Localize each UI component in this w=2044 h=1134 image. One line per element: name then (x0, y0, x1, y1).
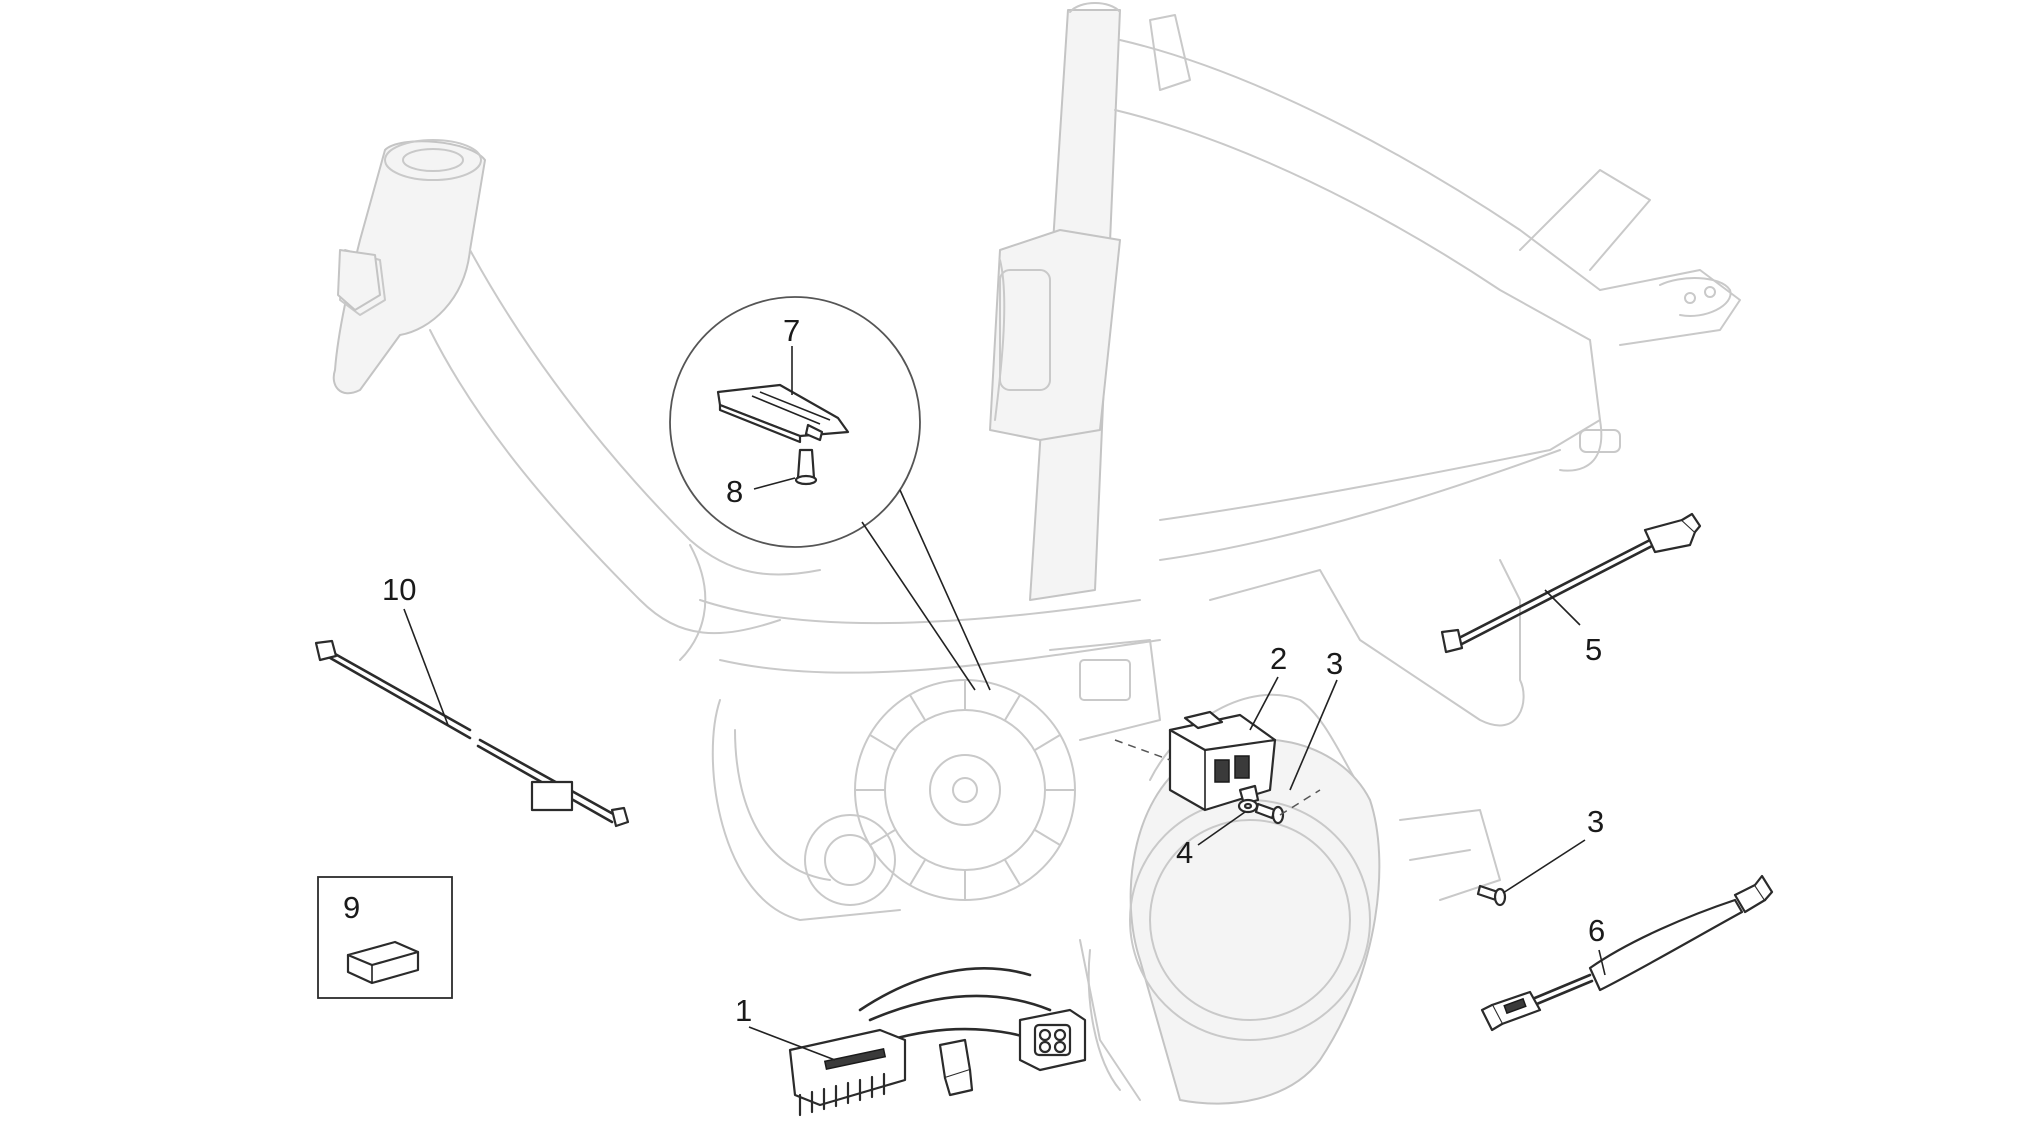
callout-4: 4 (1176, 835, 1193, 870)
part-6-speed-sensor (1480, 874, 1774, 1032)
part-10-cable (314, 639, 630, 828)
part-1-wiring-harness (788, 967, 1087, 1117)
leader-1 (748, 1026, 836, 1061)
detail-inset-circle (669, 296, 991, 691)
leader-3b (1502, 839, 1586, 894)
callout-7: 7 (783, 313, 800, 348)
part-7-bracket-clip (716, 383, 850, 444)
bicycle-frame-outline (332, 2, 1741, 1105)
callout-1: 1 (735, 993, 752, 1028)
callout-9: 9 (343, 890, 360, 925)
leader-4 (1197, 811, 1246, 846)
callout-10: 10 (382, 572, 416, 607)
part-3-screw-upper (1254, 802, 1285, 825)
part-9-box (317, 876, 453, 999)
callout-5: 5 (1585, 632, 1602, 667)
part-4-washer (1237, 798, 1259, 814)
callout-8: 8 (726, 474, 743, 509)
leader-3a (1289, 679, 1338, 791)
callout-2: 2 (1270, 641, 1287, 676)
part-8-screw (794, 448, 818, 486)
callout-6: 6 (1588, 913, 1605, 948)
part-5-sensor-cable (1440, 512, 1702, 654)
callout-3-upper: 3 (1326, 646, 1343, 681)
assembly-dashed-line-2 (1279, 789, 1321, 816)
leader-6 (1598, 949, 1606, 976)
callout-labels: 7 8 10 9 1 2 3 4 5 3 6 (343, 313, 1605, 1028)
leader-10 (403, 608, 449, 726)
leader-8 (753, 477, 796, 490)
callout-3-lower: 3 (1587, 804, 1604, 839)
leader-5 (1544, 589, 1581, 626)
part-2-connector-block (1168, 710, 1277, 812)
callout-leader-lines (403, 346, 1606, 1061)
assembly-dashed-line-1 (1114, 739, 1171, 761)
leader-2 (1249, 676, 1279, 731)
part-3-screw-lower (1476, 884, 1507, 907)
